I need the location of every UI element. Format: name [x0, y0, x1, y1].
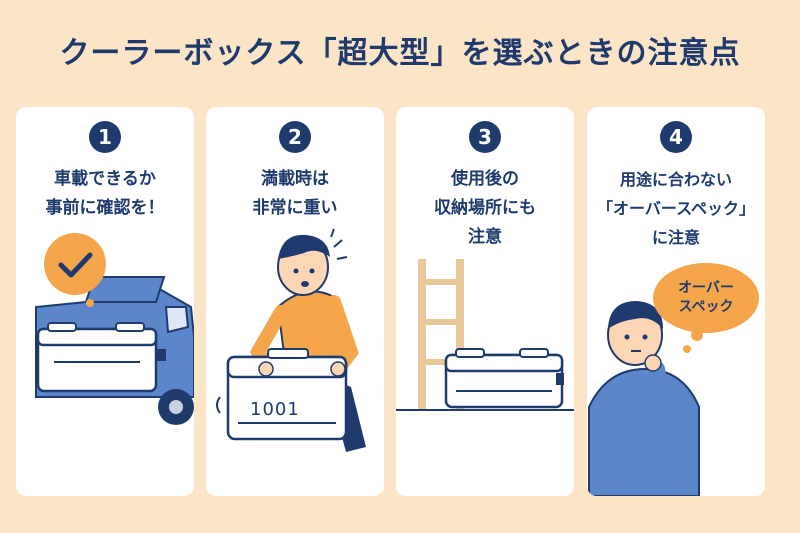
- caption-line: に注意: [651, 228, 700, 247]
- bubble-line: スペック: [678, 299, 734, 315]
- person-lifting-illustration: [216, 228, 366, 452]
- card-caption: 満載時は 非常に重い: [206, 165, 384, 223]
- card-storage-place: 3 使用後の 収納場所にも 注意: [396, 107, 574, 496]
- caption-line: 用途に合わない: [619, 170, 732, 189]
- caption-line: 事前に確認を！: [45, 198, 165, 218]
- caption-line: 注意: [468, 227, 502, 247]
- bubble-tail-dot: [86, 299, 94, 307]
- caption-line: 「オーバースペック」: [597, 199, 755, 218]
- shelf-storage-illustration: [396, 259, 574, 411]
- card-heavy-when-full: 1001 2 満載時は 非常に重い: [206, 107, 384, 496]
- step-number: 4: [660, 121, 692, 153]
- car-trunk-illustration: [35, 276, 194, 425]
- card-caption: 車載できるか 事前に確認を！: [16, 165, 194, 223]
- caption-line: 満載時は: [261, 169, 329, 189]
- caption-line: 車載できるか: [54, 169, 156, 189]
- step-number: 2: [279, 121, 311, 153]
- page-title: クーラーボックス「超大型」を選ぶときの注意点: [59, 36, 741, 71]
- caption-line: 収納場所にも: [434, 198, 536, 218]
- card-car-loading: 1 車載できるか 事前に確認を！: [16, 107, 194, 496]
- step-number: 1: [89, 121, 121, 153]
- checkmark-badge: [44, 233, 106, 295]
- thought-bubble-text: オーバー スペック: [653, 279, 759, 317]
- caption-line: 使用後の: [451, 169, 519, 189]
- bubble-line: オーバー: [678, 280, 734, 296]
- thinking-person-illustration: [588, 301, 703, 496]
- thought-bubble: [653, 263, 759, 333]
- card-caption: 用途に合わない 「オーバースペック」 に注意: [587, 165, 765, 252]
- card-caption: 使用後の 収納場所にも 注意: [396, 165, 574, 252]
- step-number: 3: [469, 121, 501, 153]
- checkmark-icon: [58, 252, 93, 278]
- cooler-label: 1001: [250, 399, 300, 420]
- card-overspec: オーバー スペック 4 用途に合わない 「オーバースペック」 に注意: [587, 107, 765, 496]
- caption-line: 非常に重い: [252, 198, 338, 218]
